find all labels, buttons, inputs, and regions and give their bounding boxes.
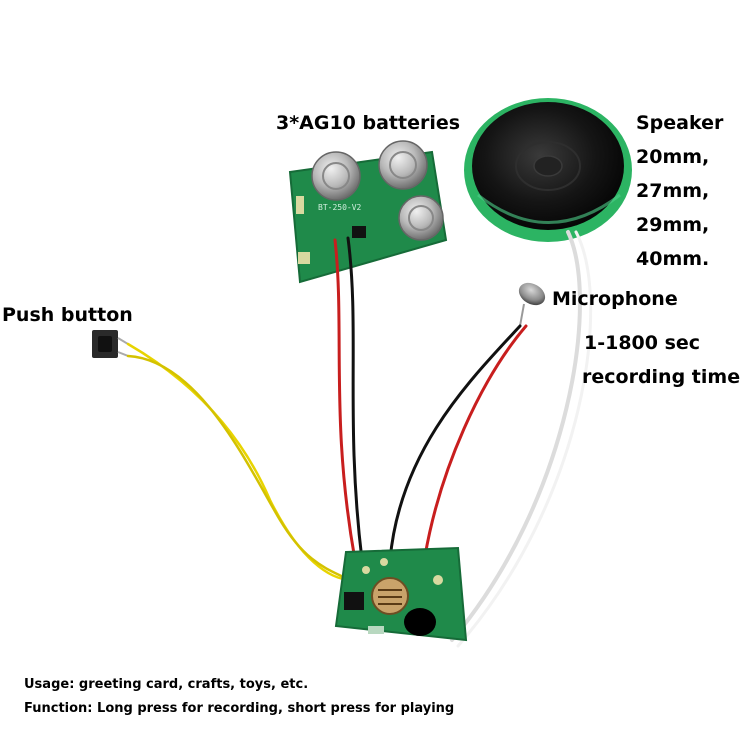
recording-range: 1-1800 sec — [584, 332, 701, 354]
recording-time-label: 1-1800 sec recording time — [582, 326, 740, 394]
main-module-board — [334, 546, 468, 642]
speaker-size: 27mm, — [636, 180, 710, 202]
speaker-size: 29mm, — [636, 214, 710, 236]
speaker-title: Speaker — [636, 112, 724, 134]
chip — [344, 592, 364, 610]
push-button-switch — [92, 330, 129, 358]
speaker-size: 40mm. — [636, 248, 710, 270]
battery-cell — [311, 151, 361, 201]
svg-text:BT-250-V2: BT-250-V2 — [318, 203, 362, 212]
microphone-label: Microphone — [552, 288, 678, 310]
push-button-label: Push button — [2, 304, 133, 326]
speaker-size: 20mm, — [636, 146, 710, 168]
wires — [126, 230, 593, 648]
speaker-label: Speaker 20mm, 27mm, 29mm, 40mm. — [636, 106, 723, 276]
usage-caption: Usage: greeting card, crafts, toys, etc. — [24, 677, 309, 692]
speaker — [464, 98, 632, 242]
recording-time-text: recording time — [582, 366, 741, 388]
battery-cell — [398, 195, 444, 241]
battery-cell — [378, 140, 428, 190]
battery-board: BT-250-V2 — [288, 140, 448, 284]
microphone-capsule — [518, 282, 546, 327]
function-caption: Function: Long press for recording, shor… — [24, 701, 455, 716]
batteries-label: 3*AG10 batteries — [276, 112, 461, 134]
epoxy-blob — [404, 608, 436, 636]
